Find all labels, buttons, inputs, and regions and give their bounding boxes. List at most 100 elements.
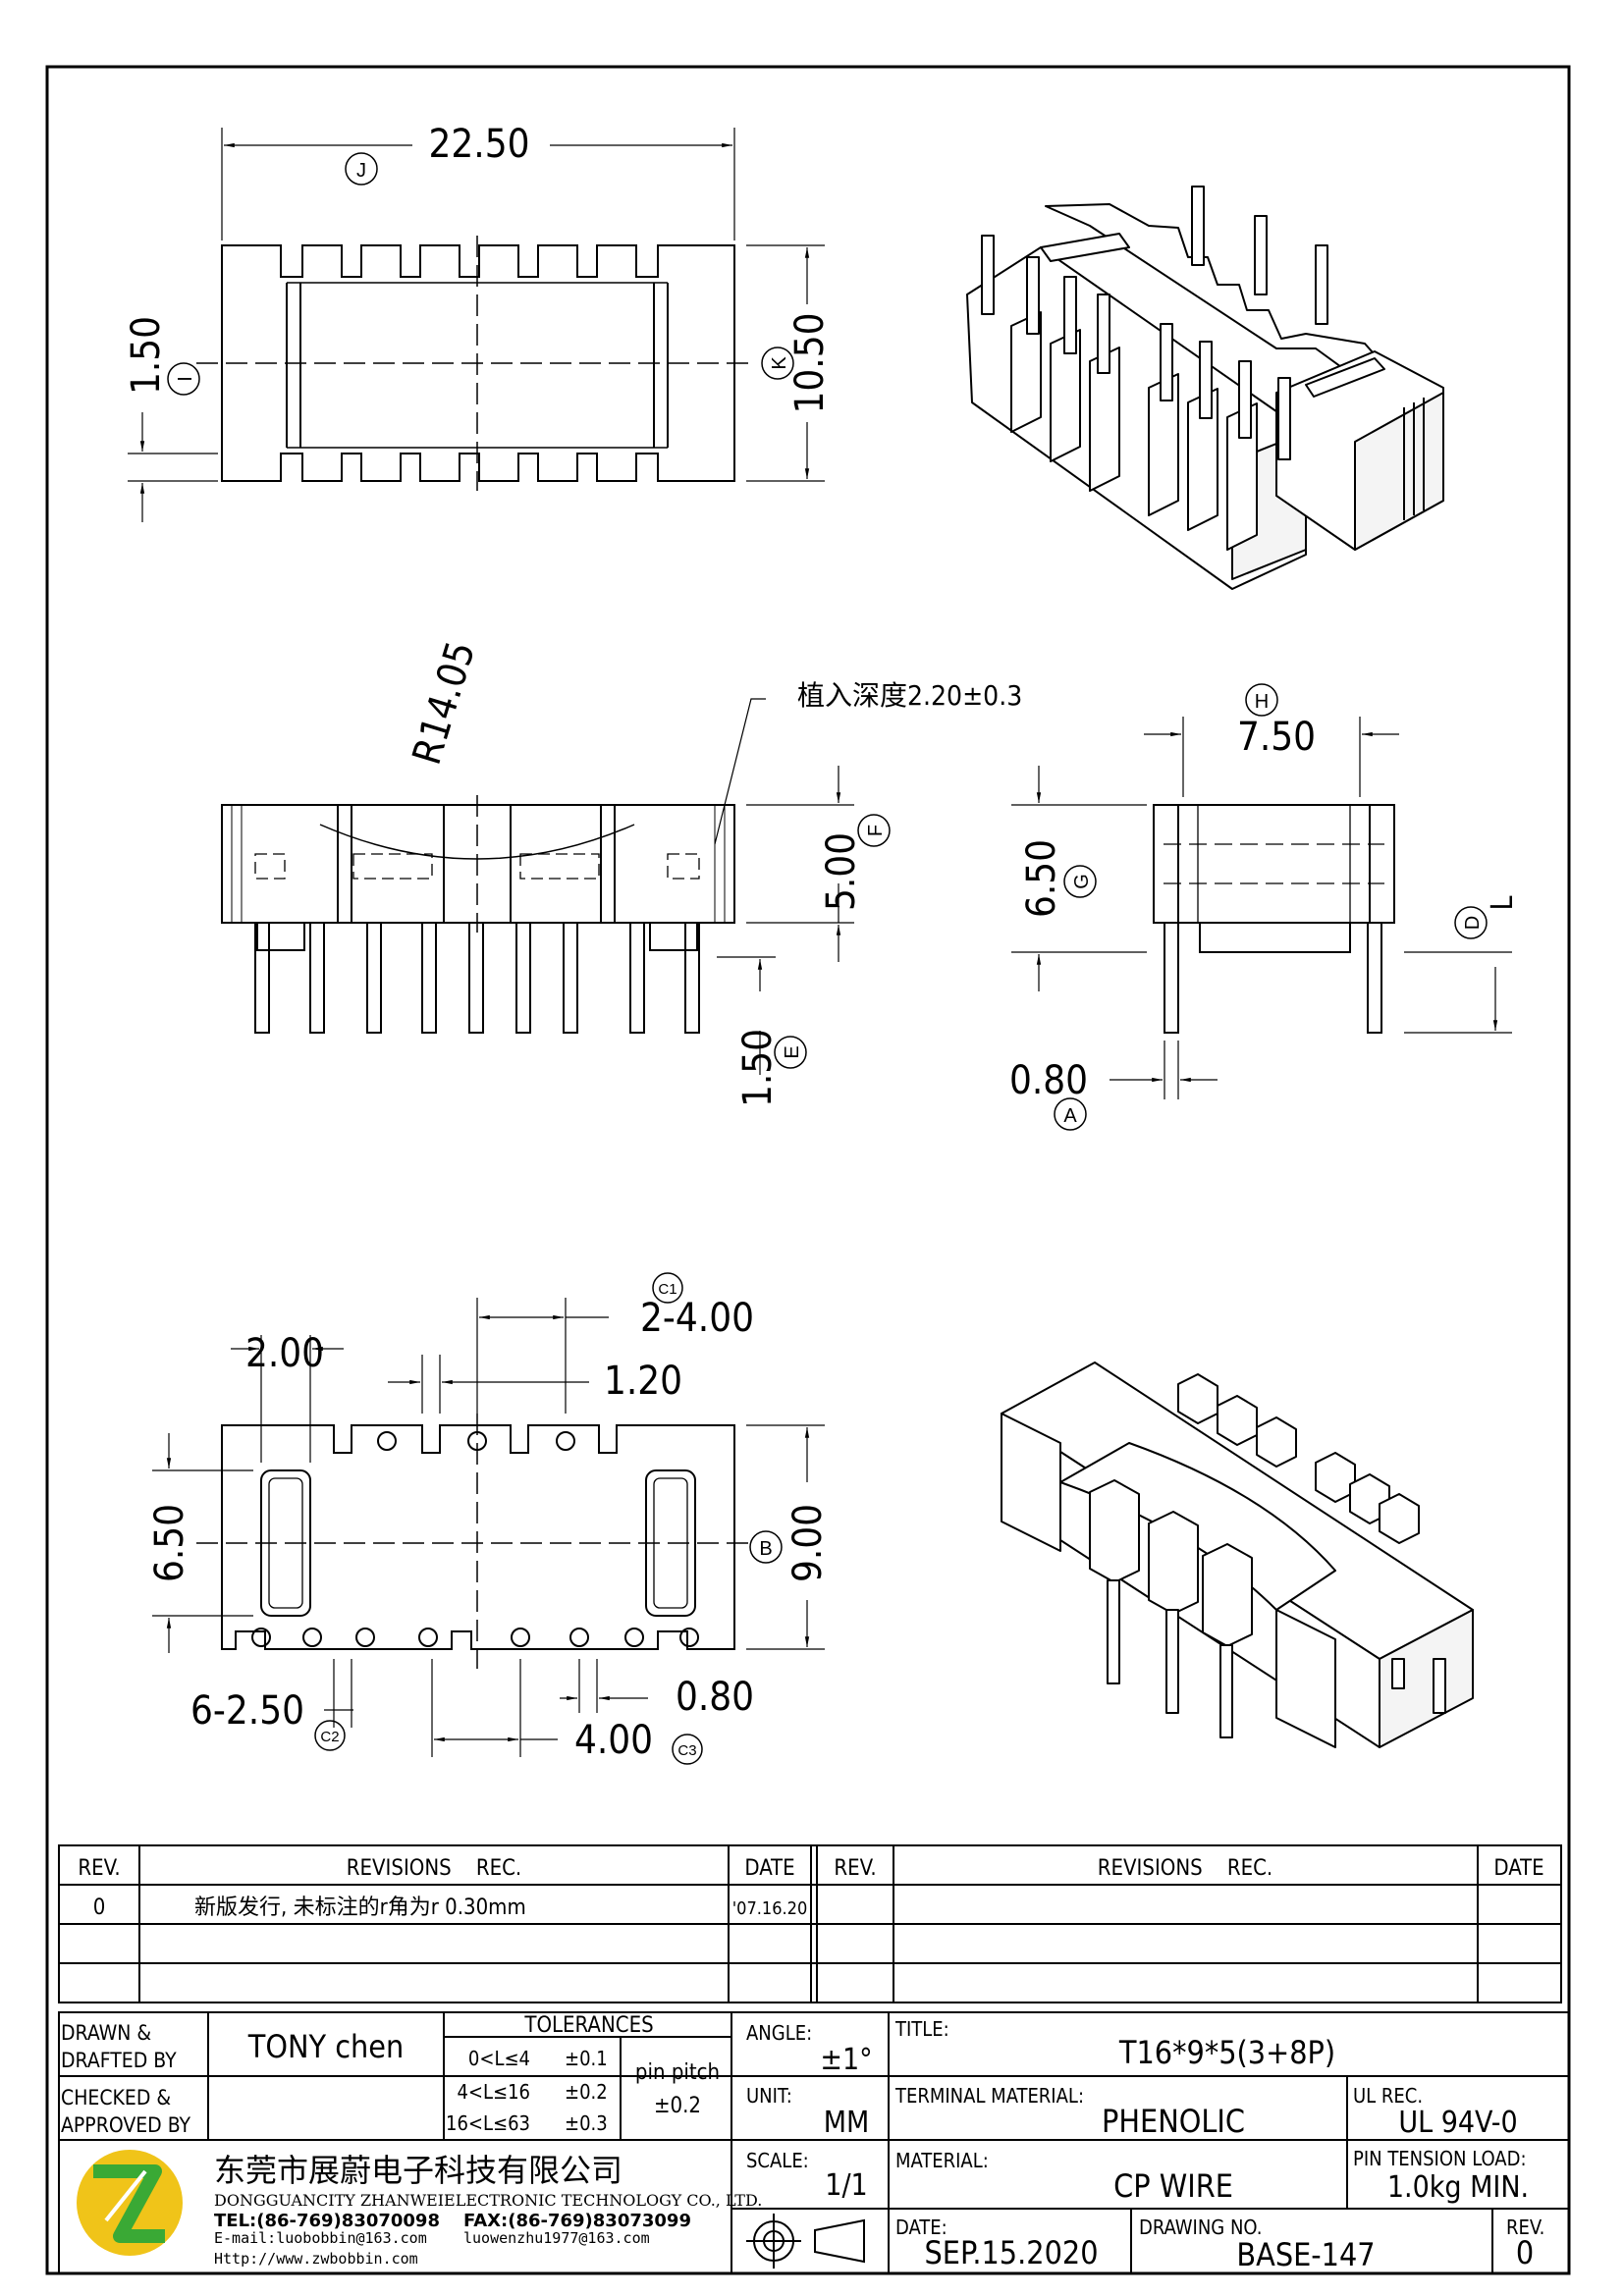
top-view [196,236,756,491]
top-offset-dim: 1.50 [124,316,169,395]
front-pin-dim: 1.50 [735,1029,781,1107]
label-H-icon: H [1245,683,1278,717]
label-B-icon: B [749,1530,783,1564]
drawing-no-value: BASE-147 [1236,2236,1375,2273]
material-label: MATERIAL: [895,2149,989,2172]
approved-label: APPROVED BY [61,2113,191,2137]
pin-tension-value: 1.0kg MIN. [1387,2170,1529,2205]
company-email: E-mail:luobobbin@163.com [214,2229,427,2247]
front-view [221,795,735,1034]
bottom-holes-dim: 6-2.50 [190,1688,304,1734]
checked-label: CHECKED & [61,2086,171,2109]
label-G-icon: G [1063,865,1097,898]
angle-value: ±1° [820,2043,872,2077]
insertion-depth-note: 植入深度2.20±0.3 [797,679,1022,712]
side-width-dim: 7.50 [1237,715,1316,760]
revision-table [58,1844,1562,2003]
top-height-dim: 10.50 [787,313,833,414]
date-header-2: DATE [1493,1856,1543,1881]
svg-text:C1: C1 [658,1281,677,1298]
unit-value: MM [824,2106,870,2140]
bottom-slot-dim: 2.00 [245,1331,324,1376]
isometric-view-top [966,186,1444,590]
svg-text:I: I [175,376,196,382]
svg-text:F: F [865,825,887,836]
title-label: TITLE: [894,2017,949,2041]
svg-text:A: A [1063,1105,1077,1127]
bottom-view-dims [152,1298,825,1757]
rev-header-2: REV. [834,1856,876,1881]
bottom-pin-dia-dim: 0.80 [676,1675,754,1720]
tol-row-2-range: 16<L≤63 [446,2111,530,2135]
top-width-dim: 22.50 [429,122,530,167]
scale-value: 1/1 [825,2168,867,2203]
side-view [1153,804,1395,1034]
svg-text:E: E [782,1045,803,1058]
company-web: Http://www.zwbobbin.com [214,2250,418,2268]
drawn-by-value: TONY chen [247,2028,405,2065]
material-value: CP WIRE [1113,2167,1233,2205]
front-view-dims [714,698,854,1075]
company-name-en: DONGGUANCITY ZHANWEIELECTRONIC TECHNOLOG… [214,2191,762,2210]
tol-row-0-tol: ±0.1 [565,2047,608,2070]
rev-row-0-date: '07.16.20 [732,1898,808,1919]
company-name-cn: 东莞市展蔚电子科技有限公司 [214,2152,623,2189]
svg-text:D: D [1462,916,1484,930]
terminal-label: TERMINAL MATERIAL: [894,2084,1084,2108]
svg-text:K: K [769,356,790,370]
label-C3-icon: C3 [672,1734,703,1765]
projection-symbol-icon [746,2214,865,2269]
svg-text:G: G [1071,874,1093,889]
rev-value: 0 [1516,2234,1534,2271]
top-view-outline [221,244,735,482]
label-F-icon: F [857,814,891,847]
side-L-label: L [1486,895,1520,910]
rec-header-2: REVISIONS REC. [1098,1856,1272,1881]
svg-text:H: H [1255,691,1269,713]
date-value: SEP.15.2020 [925,2234,1099,2271]
label-I-icon: I [167,362,200,396]
company-logo [77,2150,183,2256]
pin-pitch-label: pin pitch [635,2060,720,2085]
ul-label: UL REC. [1353,2084,1423,2108]
date-header-1: DATE [744,1856,794,1881]
label-J-icon: J [345,152,378,186]
company-fax: FAX:(86-769)83073099 [463,2211,691,2231]
bottom-pitch-dim: 2-4.00 [640,1296,754,1341]
bottom-view [196,1414,756,1669]
label-C1-icon: C1 [652,1272,683,1304]
svg-text:J: J [356,160,366,182]
svg-text:B: B [759,1538,772,1560]
label-D-icon: D [1454,906,1488,939]
drawn-label: DRAWN & [61,2021,151,2045]
side-height-dim: 6.50 [1019,839,1064,918]
tol-row-2-tol: ±0.3 [565,2111,608,2135]
label-C2-icon: C2 [314,1720,346,1751]
drafted-label: DRAFTED BY [61,2049,177,2072]
label-E-icon: E [774,1036,807,1069]
pin-tension-label: PIN TENSION LOAD: [1353,2147,1527,2170]
top-view-dims [128,128,825,522]
label-A-icon: A [1054,1097,1087,1131]
ul-value: UL 94V-0 [1398,2106,1517,2140]
rec-header-1: REVISIONS REC. [347,1856,521,1881]
company-tel: TEL:(86-769)83070098 [214,2211,440,2231]
label-K-icon: K [761,347,794,380]
scale-label: SCALE: [746,2149,809,2172]
svg-text:C2: C2 [320,1729,339,1745]
date-label: DATE: [895,2216,947,2239]
title-value: T16*9*5(3+8P) [1118,2034,1335,2071]
isometric-view-bottom [1001,1362,1474,1748]
bottom-height-dim: 6.50 [147,1504,192,1582]
bottom-pin-pitch-dim: 4.00 [574,1718,653,1763]
angle-label: ANGLE: [746,2021,812,2045]
front-radius-dim: R14.05 [405,636,484,770]
title-block [58,2011,1570,2274]
front-height-dim: 5.00 [819,832,864,911]
unit-label: UNIT: [746,2084,792,2108]
drawing-no-label: DRAWING NO. [1139,2216,1263,2239]
tol-row-1-range: 4<L≤16 [457,2080,530,2104]
rev-label: REV. [1506,2216,1544,2239]
side-view-dims [1011,717,1512,1099]
